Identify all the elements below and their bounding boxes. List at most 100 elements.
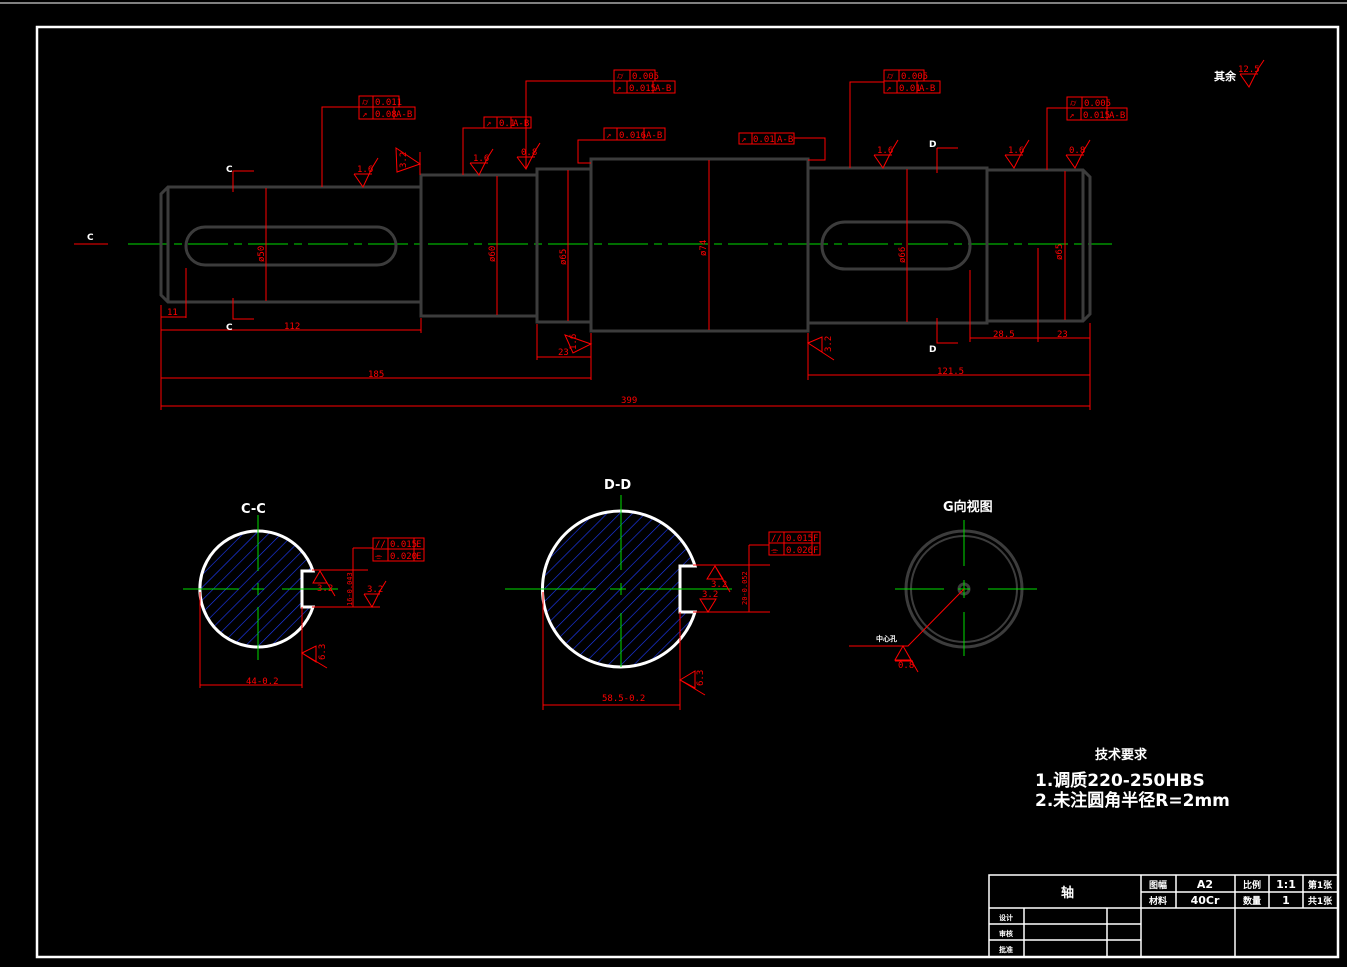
svg-text:E: E <box>416 540 421 550</box>
title-block-material: 40Cr <box>1191 894 1220 907</box>
section-mark-c-bottom: C <box>226 323 233 333</box>
svg-text:⌭: ⌭ <box>887 72 894 82</box>
svg-text:3.2: 3.2 <box>317 584 333 594</box>
technical-requirements: 技术要求 1.调质220-250HBS 2.未注圆角半径R=2mm <box>1035 747 1230 811</box>
title-block-sheet-size: A2 <box>1197 878 1213 891</box>
svg-text:3.2: 3.2 <box>702 590 718 600</box>
main-view: ø50 ø60 ø65 ø74 ø66 ø65 11 112 23 185 39… <box>74 59 1265 410</box>
svg-text:图幅: 图幅 <box>1149 879 1167 891</box>
shaft-outline <box>159 157 1092 333</box>
dim-23a: 23 <box>558 348 569 358</box>
svg-text:3.2: 3.2 <box>367 585 383 595</box>
roughness-symbol: 0.8 <box>516 142 541 170</box>
svg-text:A-B: A-B <box>513 119 529 129</box>
svg-text:3.2: 3.2 <box>824 336 834 352</box>
dim-d60: ø60 <box>488 246 498 262</box>
svg-text:1.6: 1.6 <box>1008 146 1024 156</box>
svg-text:0.015: 0.015 <box>629 84 656 94</box>
svg-text:A-B: A-B <box>646 131 662 141</box>
tolerance-frame: ⌭ 0.005 ↗ 0.01A-B <box>849 69 941 168</box>
section-cc-symmetry: 0.020 <box>390 552 417 562</box>
roughness-symbol: 0.8 <box>1065 139 1091 169</box>
svg-text:0.8: 0.8 <box>521 148 537 158</box>
svg-text:1.6: 1.6 <box>877 146 893 156</box>
svg-text:F: F <box>813 534 818 544</box>
svg-text:A-B: A-B <box>919 84 935 94</box>
roughness-symbol: 3.2 <box>806 336 835 361</box>
svg-text:↗: ↗ <box>606 131 611 141</box>
svg-text:1.6: 1.6 <box>357 165 373 175</box>
svg-text:↗: ↗ <box>486 119 491 129</box>
svg-text:0.005: 0.005 <box>901 72 928 82</box>
roughness-other: 其余 12.5 <box>1214 59 1265 88</box>
svg-text:0.8: 0.8 <box>1069 146 1085 156</box>
section-dd-parallel: 0.015 <box>786 534 813 544</box>
svg-text:A-B: A-B <box>396 110 412 120</box>
section-marks: C C C D D <box>74 140 958 355</box>
svg-text://: // <box>375 540 386 550</box>
section-cc-key-dim: 16-0.043 <box>346 572 354 606</box>
svg-text:0.005: 0.005 <box>632 72 659 82</box>
dim-28-5: 28.5 <box>993 330 1015 340</box>
svg-text:数量: 数量 <box>1243 895 1261 907</box>
svg-text:审核: 审核 <box>999 929 1013 938</box>
svg-text:⌯: ⌯ <box>771 546 779 556</box>
roughness-symbol: 1.6 <box>873 139 899 169</box>
length-dimensions: 11 112 23 185 399 121.5 28.5 23 <box>160 248 1091 410</box>
view-g-leader-label: 中心孔 <box>876 634 897 643</box>
roughness-symbol: 1.6 <box>564 334 593 354</box>
drawing-frame <box>35 25 1340 959</box>
svg-text:E: E <box>416 552 421 562</box>
section-cc-parallel: 0.015 <box>390 540 417 550</box>
dim-112: 112 <box>284 322 300 332</box>
keyway-right <box>820 220 972 271</box>
tolerance-frame: ↗ 0.1A-B <box>462 116 532 175</box>
svg-text:0.015: 0.015 <box>1083 111 1110 121</box>
tech-req-title: 技术要求 <box>1095 747 1148 763</box>
svg-text:↗: ↗ <box>886 84 891 94</box>
title-block-scale: 1:1 <box>1276 878 1296 891</box>
svg-text:⌭: ⌭ <box>1070 99 1077 109</box>
title-block: 轴 图幅 A2 比例 1:1 第1张 材料 40Cr 数量 1 共1张 设计 审… <box>988 874 1339 958</box>
section-mark-c-left: C <box>87 233 94 243</box>
svg-text:6.3: 6.3 <box>318 644 328 660</box>
tech-req-item-1: 1.调质220-250HBS <box>1035 771 1205 791</box>
roughness-symbol: 1.6 <box>353 157 379 188</box>
svg-text:设计: 设计 <box>999 913 1013 922</box>
roughness-symbol: 3.2 <box>395 147 422 175</box>
section-mark-d-bottom: D <box>929 345 936 355</box>
svg-text:0.1: 0.1 <box>499 119 515 129</box>
dim-d50: ø50 <box>257 246 267 262</box>
svg-text:1.6: 1.6 <box>569 334 579 350</box>
svg-text:⌯: ⌯ <box>375 552 383 562</box>
roughness-symbols: 1.6 3.2 1.6 0.8 1.6 1.6 0.8 1.6 3.2 其余 1… <box>353 59 1265 361</box>
svg-text:0.01: 0.01 <box>899 84 921 94</box>
section-cc-title: C-C <box>241 502 266 517</box>
tech-req-item-2: 2.未注圆角半径R=2mm <box>1035 790 1230 811</box>
svg-text:↗: ↗ <box>741 135 746 145</box>
svg-text:A-B: A-B <box>1109 111 1125 121</box>
svg-text:6.3: 6.3 <box>696 670 706 686</box>
roughness-other-value: 12.5 <box>1238 65 1260 75</box>
svg-text://: // <box>771 534 782 544</box>
dim-185: 185 <box>368 370 384 380</box>
diameter-dimensions: ø50 ø60 ø65 ø74 ø66 ø65 <box>257 160 1066 330</box>
view-g-title: G向视图 <box>943 499 993 515</box>
svg-text:A-B: A-B <box>777 135 793 145</box>
dim-11: 11 <box>167 308 178 318</box>
svg-text:3.2: 3.2 <box>711 580 727 590</box>
svg-text:1.6: 1.6 <box>473 154 489 164</box>
view-g: G向视图 中心孔 0.8 <box>849 499 1037 673</box>
section-mark-c-top: C <box>226 165 233 175</box>
dim-399: 399 <box>621 396 637 406</box>
dim-d65: ø65 <box>559 249 569 265</box>
svg-text:共1张: 共1张 <box>1308 895 1333 907</box>
svg-text:第1张: 第1张 <box>1308 879 1333 891</box>
svg-text:⌭: ⌭ <box>617 72 624 82</box>
